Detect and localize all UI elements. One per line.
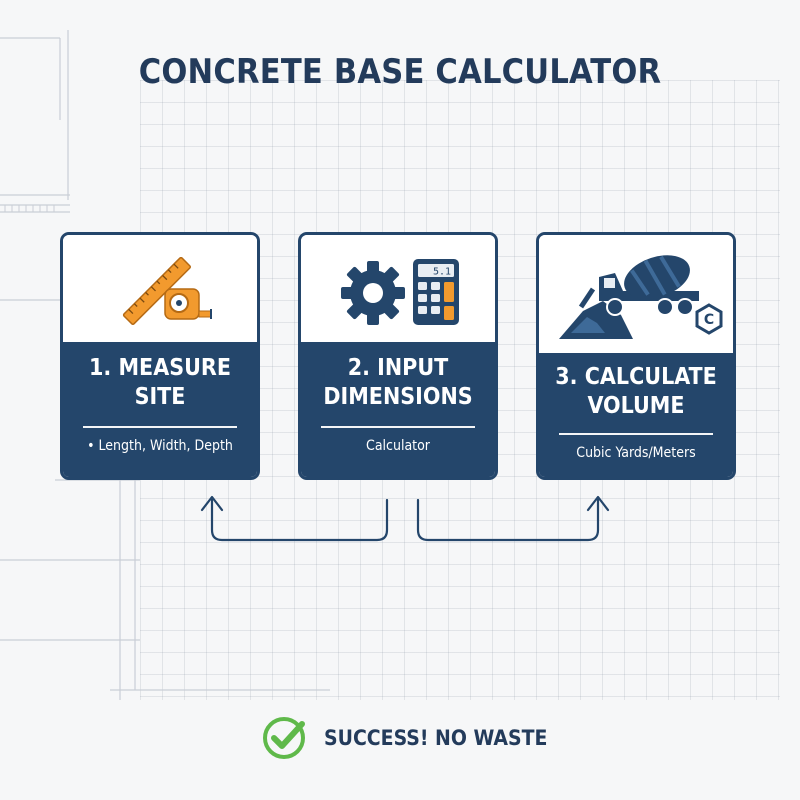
success-message: SUCCESS! NO WASTE [324,726,548,750]
connector-arrow-left [210,498,389,542]
tape-measure-ruler-icon [122,257,212,326]
card-info-panel: 2. INPUT DIMENSIONS Calculator [301,342,495,477]
connector-arrow-right [416,498,600,542]
step-detail: Calculator [366,438,430,454]
divider [559,433,713,435]
calculator-display-text: 5.1 [433,267,451,278]
page-title: CONCRETE BASE CALCULATOR [138,52,662,92]
divider [321,426,475,428]
step-detail: • Length, Width, Depth [87,438,233,454]
card-info-panel: 1. MEASURE SITE • Length, Width, Depth [63,342,257,477]
step-detail: Cubic Yards/Meters [576,445,696,461]
step-card-measure: 1. MEASURE SITE • Length, Width, Depth [60,232,260,480]
step-heading: 1. MEASURE SITE [89,355,231,410]
card-illustration: 5.1 [301,235,495,342]
check-circle-icon [263,717,305,759]
concrete-mixer-truck-icon: C [559,255,723,339]
step-card-input: 5.1 2. INPUT DIMENSIONS Calculator [298,232,498,480]
card-info-panel: 3. CALCULATE VOLUME Cubic Yards/Meters [539,353,733,477]
concrete-badge-letter: C [704,312,714,328]
success-footer: SUCCESS! NO WASTE [262,714,547,762]
step-card-calculate: C 3. CALCULATE VOLUME Cubic Yards/Meters [536,232,736,480]
divider [83,426,237,428]
gear-calculator-icon: 5.1 [341,259,459,325]
card-illustration: C [539,235,733,353]
card-illustration [63,235,257,342]
step-heading: 3. CALCULATE VOLUME [555,364,717,419]
step-heading: 2. INPUT DIMENSIONS [323,355,473,410]
